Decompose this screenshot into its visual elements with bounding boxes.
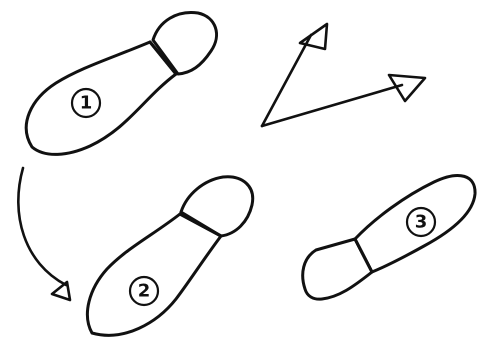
direction-arrow-up-head: [300, 24, 327, 49]
step-1-number: 1: [80, 93, 93, 114]
direction-arrow-right: [262, 85, 402, 126]
footprint-2: 2: [87, 177, 252, 336]
transition-arrow-head: [52, 282, 70, 300]
footprint-2-sole: [87, 214, 221, 335]
footprint-2-divider: [180, 214, 221, 236]
footprint-3-heel: [303, 239, 372, 299]
footprint-3: 3: [303, 176, 475, 300]
footprint-1-sole: [26, 42, 176, 154]
footprint-2-heel: [181, 177, 253, 236]
transition-arrow-curve: [18, 168, 66, 285]
footprint-1: 1: [26, 13, 216, 155]
step-3-number: 3: [415, 212, 428, 233]
direction-arrow-up: [262, 35, 311, 126]
footprint-3-divider: [355, 239, 372, 272]
step-2-number: 2: [138, 281, 151, 302]
footprint-1-divider: [150, 42, 176, 74]
transition-arrow: [18, 168, 70, 300]
direction-arrows: [262, 24, 425, 126]
footprint-1-heel: [153, 13, 217, 74]
